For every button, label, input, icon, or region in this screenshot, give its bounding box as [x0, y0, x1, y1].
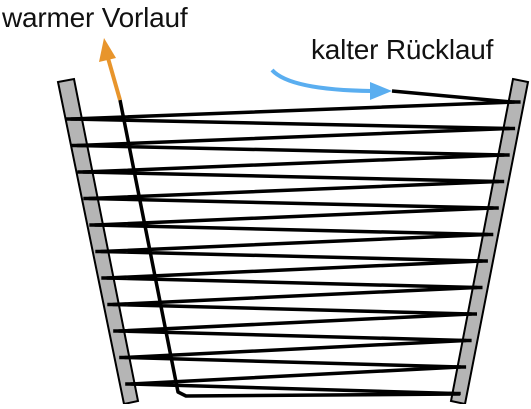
return-inlet-pipe: [391, 89, 513, 104]
supply-arrow-shaft: [106, 57, 122, 101]
return-arrow-shaft: [270, 68, 373, 93]
pipe-coil: [65, 100, 521, 396]
left-support-post: [56, 77, 140, 406]
return-label: kalter Rücklauf: [311, 34, 494, 65]
supply-arrow-head: [99, 38, 116, 62]
supply-riser-pipe: [118, 99, 461, 398]
coil-pipe-run: [69, 100, 515, 396]
supply-label: warmer Vorlauf: [2, 2, 188, 33]
return-arrow-head: [370, 82, 392, 100]
